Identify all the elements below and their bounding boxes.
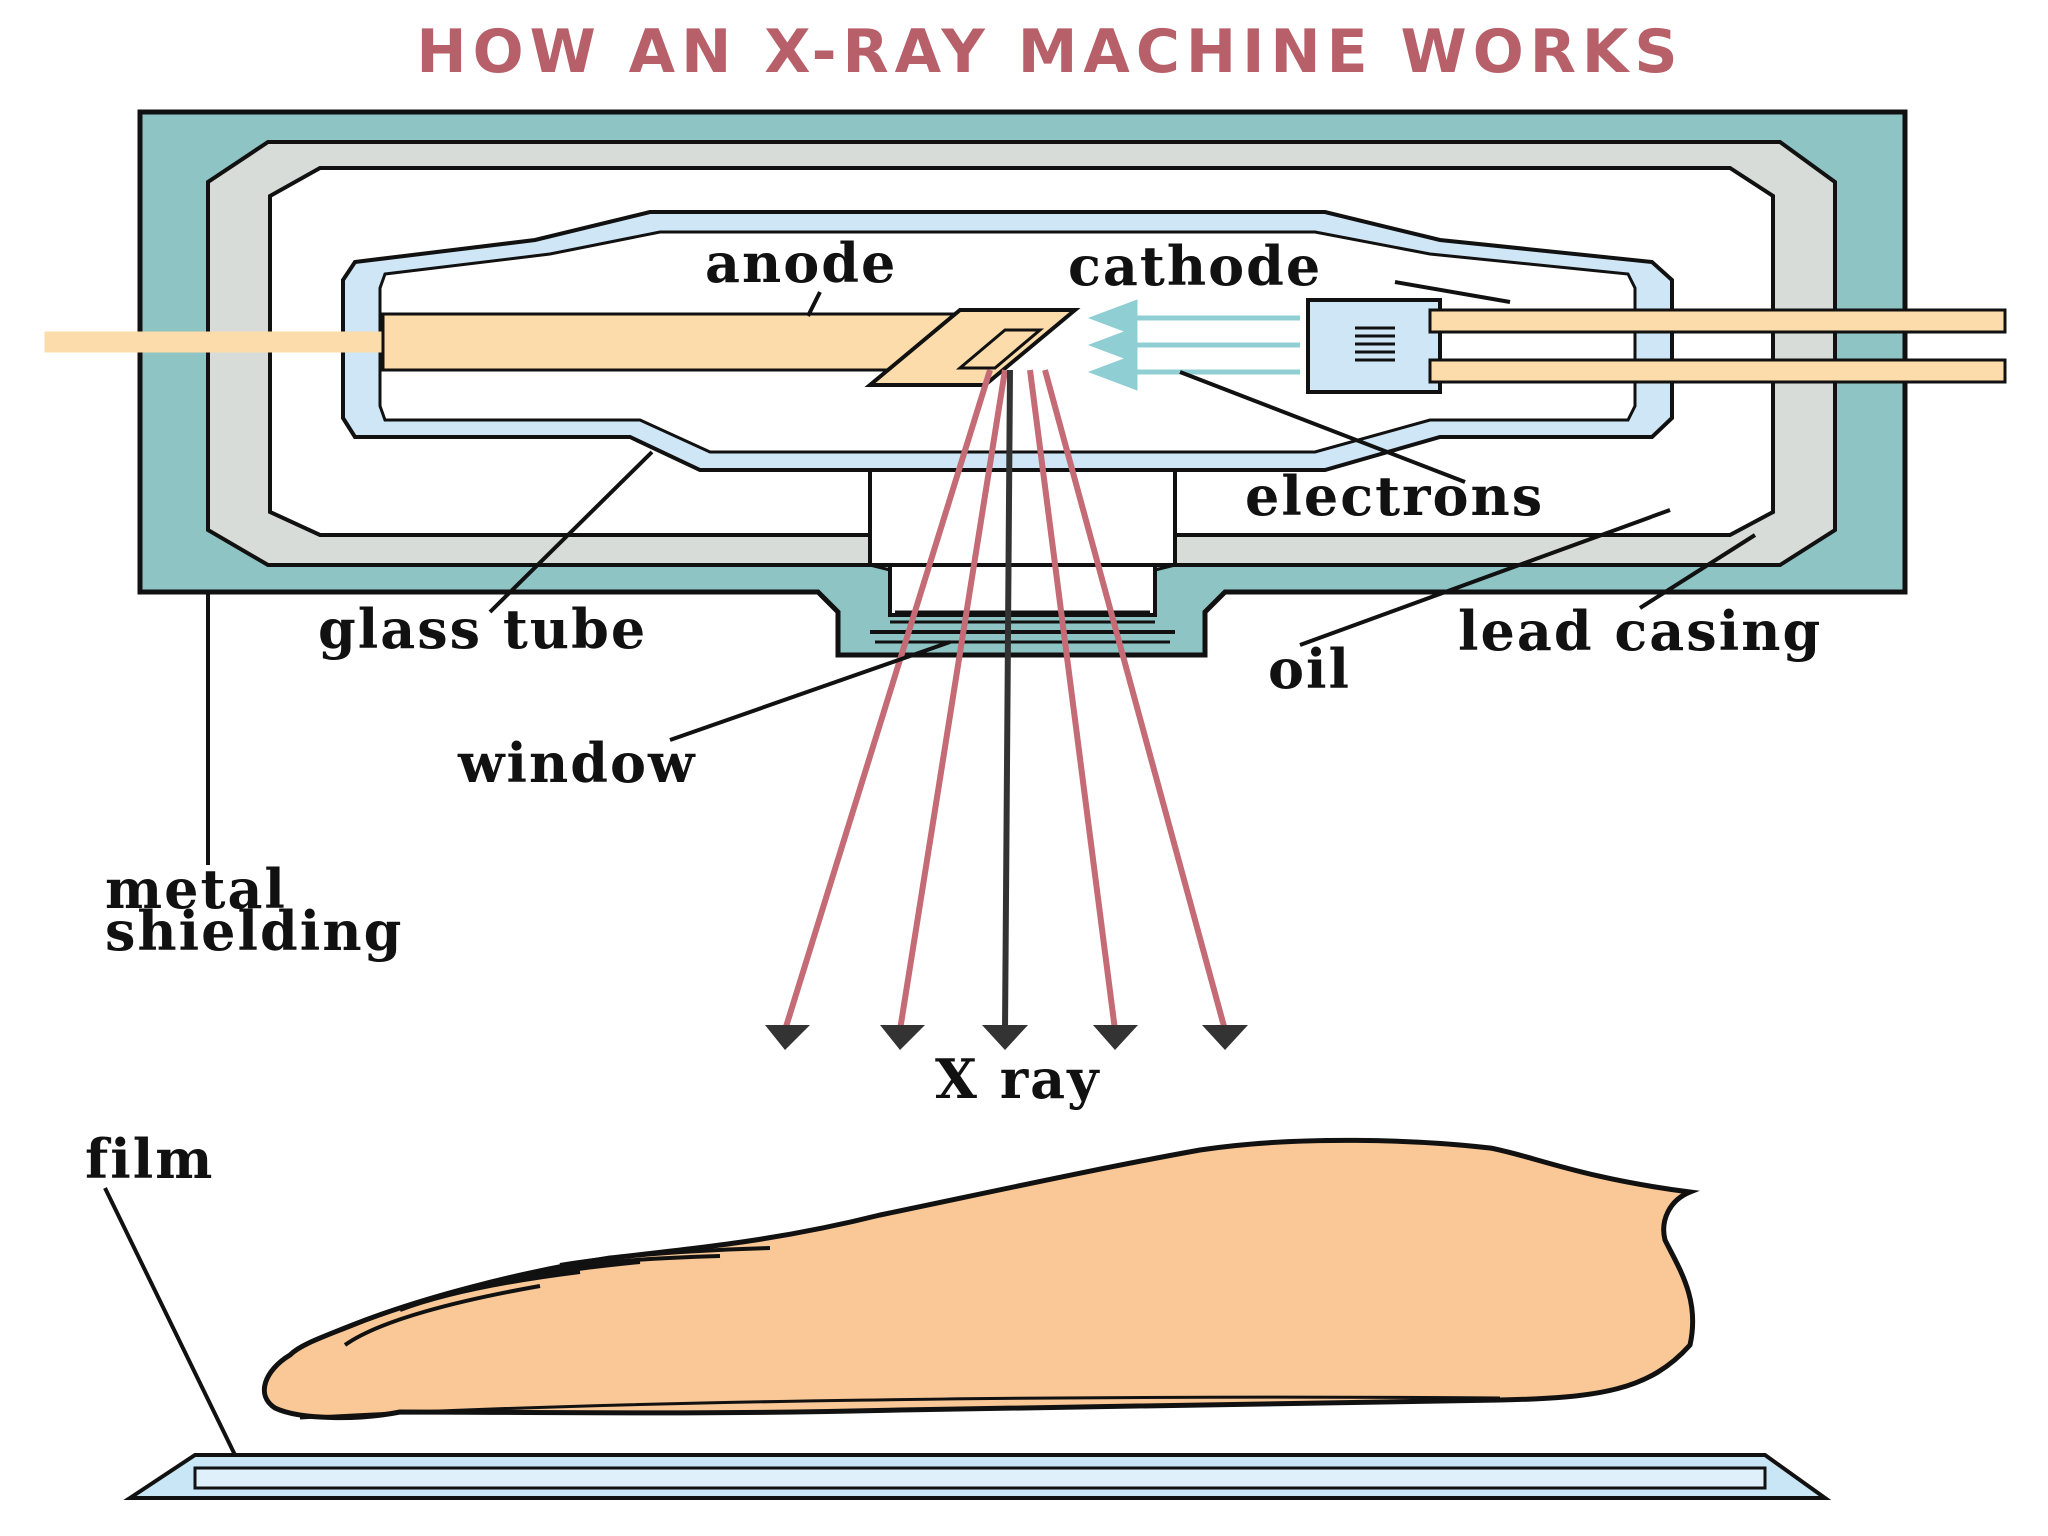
foot — [261, 1137, 1700, 1421]
film-edge — [193, 1466, 1767, 1490]
label-anode: anode — [705, 231, 897, 295]
label-oil: oil — [1268, 637, 1351, 701]
label-electrons: electrons — [1245, 464, 1544, 528]
label-lead-casing: lead casing — [1458, 599, 1822, 663]
label-cathode: cathode — [1068, 234, 1322, 298]
x-ray-beams — [765, 369, 1248, 1050]
label-metal-shielding-line2: shielding — [105, 899, 403, 963]
cathode-lead-wire-upper — [1428, 308, 2007, 334]
filament-icon — [1355, 326, 1395, 362]
electron-beam — [1087, 299, 1300, 391]
leader-lines — [103, 280, 1757, 1456]
label-glass-tube: glass tube — [318, 597, 647, 661]
label-x-ray: X ray — [935, 1047, 1101, 1111]
cathode — [1306, 298, 1442, 394]
anode-lead-wire — [44, 331, 386, 353]
cathode-lead-wire-lower — [1428, 358, 2007, 384]
toe-lines — [343, 1246, 771, 1347]
label-metal-shielding-line1: metal — [105, 857, 287, 921]
diagram-title: HOW AN X-RAY MACHINE WORKS — [416, 17, 1683, 87]
anode — [381, 312, 965, 372]
foot-sole-line — [299, 1395, 1501, 1420]
window-assembly — [868, 468, 1177, 644]
label-film: film — [85, 1127, 214, 1191]
label-window: window — [457, 731, 697, 795]
anode-target-face — [955, 328, 1045, 370]
